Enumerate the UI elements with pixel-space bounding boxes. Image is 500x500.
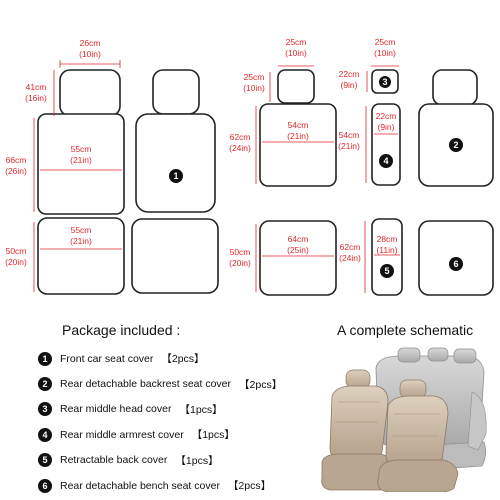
package-title: Package included : [62,322,181,338]
dim-label: 22cm [376,111,397,121]
marker-label: 4 [383,156,388,166]
rear-bench-plain: 6 [418,220,494,296]
dim-label: 55cm [71,144,92,154]
dim-label: 28cm [377,234,398,244]
item-label: Front car seat cover [60,352,154,365]
item-qty: 【1pcs】 [191,429,235,442]
marker-label: 5 [384,266,389,276]
marker-5-icon [380,264,394,278]
dim-label: (25in) [287,245,309,255]
car-seat-schematic-illustration [321,347,487,492]
dim-label: 25cm [244,72,265,82]
rear-backrest-dimensioned: 25cm (10in) 25cm (10in) 62cm (24in) 54cm… [229,37,337,187]
dim-label: (16in) [25,93,47,103]
marker-label: 2 [453,140,458,150]
marker-1-icon [169,169,183,183]
dim-label: 50cm [230,247,251,257]
dim-label: 62cm [340,242,361,252]
dim-label: 55cm [71,225,92,235]
bench-outline [259,220,337,296]
marker-3-icon [379,76,391,88]
dim-label: 54cm [339,130,360,140]
backrest-outline [135,113,216,213]
item-qty: 【1pcs】 [175,454,219,467]
dim-label: (20in) [229,258,251,268]
rear-bench-dimensioned: 50cm (20in) 64cm (25in) [229,220,337,296]
dim-label: (20in) [5,257,27,267]
number-badge-icon: 5 [38,453,52,468]
headrest-outline [432,69,478,106]
dim-label: (10in) [79,49,101,59]
dim-label: (26in) [5,166,27,176]
dim-label: 50cm [6,246,27,256]
rear-headrest-outline [277,69,315,104]
dim-label: (11in) [376,245,397,255]
list-item: 4 Rear middle armrest cover 【1pcs】 [38,422,282,447]
dim-label: 54cm [288,120,309,130]
item-label: Rear middle armrest cover [60,428,184,441]
number-badge-icon: 3 [38,402,52,417]
retractable-back: 62cm (24in) 28cm (11in) 5 [339,218,403,296]
front-seat-plain: 1 [131,69,219,294]
front-backrest-outline [37,113,125,215]
list-item: 1 Front car seat cover 【2pcs】 [38,346,282,371]
middle-parts: 25cm (10in) 22cm (9in) 3 54cm (21in) 22c… [338,37,401,186]
dim-label: (21in) [70,236,92,246]
item-qty: 【1pcs】 [179,403,223,416]
item-qty: 【2pcs】 [227,480,272,493]
number-badge-icon: 2 [38,377,52,392]
armrest-outline [371,103,401,186]
front-seat-dimensioned: 26cm (10in) 41cm (16in) 66cm (26in) 55cm… [5,38,125,295]
dim-label: (9in) [340,80,357,90]
rear-backrest-outline [259,103,337,187]
dim-label: 66cm [6,155,27,165]
dim-label: (21in) [287,131,309,141]
number-badge-icon: 6 [38,478,52,493]
list-item: 3 Rear middle head cover 【1pcs】 [38,397,282,422]
dim-label: 25cm [375,37,396,47]
marker-label: 6 [453,259,458,269]
marker-6-icon [449,257,463,271]
item-label: Rear middle head cover [60,403,172,416]
dim-label: 62cm [230,132,251,142]
headrest-outline [152,69,200,115]
dim-label: (21in) [338,141,360,151]
item-label: Retractable back cover [60,454,168,467]
number-badge-icon: 4 [38,427,52,442]
list-item: 6 Rear detachable bench seat cover 【2pcs】 [38,473,282,498]
dim-label: (24in) [339,253,361,263]
marker-2-icon [449,138,463,152]
schematic-title: A complete schematic [337,322,474,338]
dim-label: 26cm [80,38,101,48]
dim-label: (10in) [243,83,265,93]
item-label: Rear detachable bench seat cover [60,479,220,492]
marker-label: 1 [173,171,178,181]
number-badge-icon: 1 [38,351,52,366]
rear-backrest-plain: 2 [418,69,494,187]
marker-label: 3 [382,77,387,87]
dim-label: 22cm [339,69,360,79]
list-item: 2 Rear detachable backrest seat cover 【2pc… [38,371,282,396]
dim-label: 64cm [288,234,309,244]
dim-label: (9in) [377,122,394,132]
front-headrest-outline [59,69,121,117]
retractable-outline [371,218,403,296]
dim-label: (10in) [374,48,396,58]
item-label: Rear detachable backrest seat cover [60,378,232,391]
dim-label: (24in) [229,143,251,153]
front-bottom-outline [37,217,125,295]
dim-label: (10in) [285,48,307,58]
bottom-outline [131,218,219,294]
list-item: 5 Retractable back cover 【1pcs】 [38,448,282,473]
marker-4-icon [379,154,393,168]
dim-label: 41cm [26,82,47,92]
dim-label: (21in) [70,155,92,165]
item-qty: 【2pcs】 [239,378,283,391]
dim-label: 25cm [286,37,307,47]
item-qty: 【2pcs】 [161,353,205,366]
